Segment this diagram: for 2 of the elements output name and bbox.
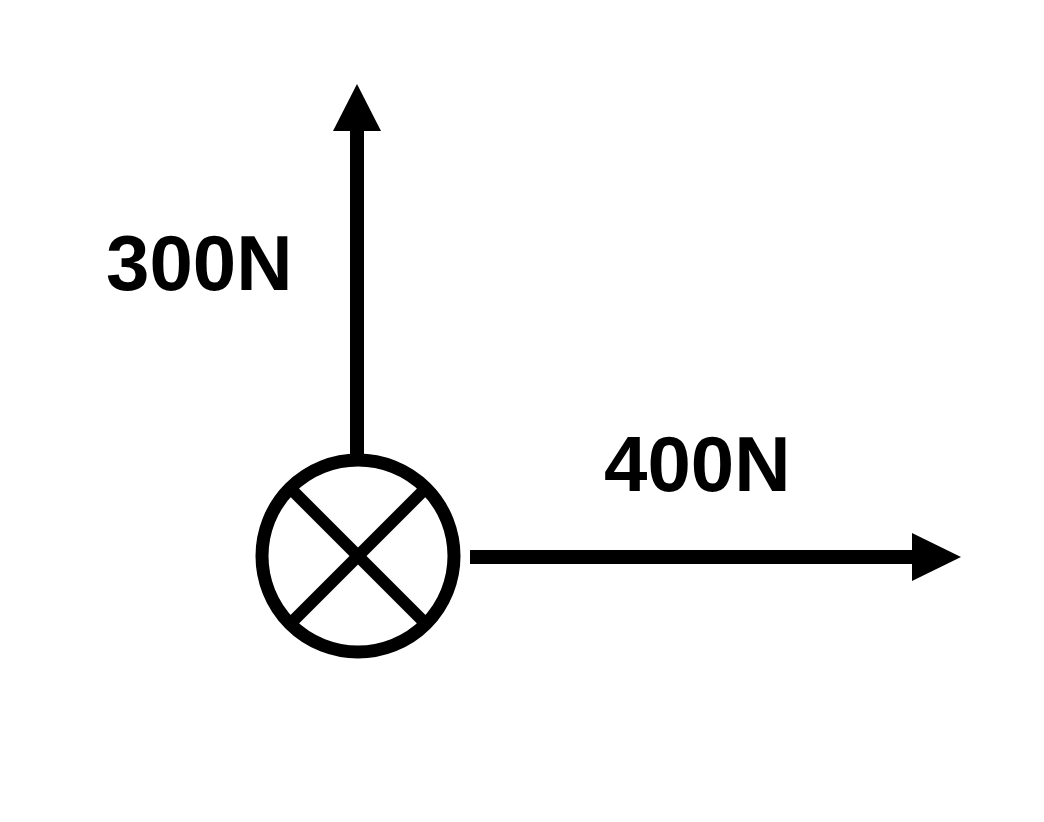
force-label: 400N <box>604 425 791 503</box>
force-label: 300N <box>106 224 293 302</box>
